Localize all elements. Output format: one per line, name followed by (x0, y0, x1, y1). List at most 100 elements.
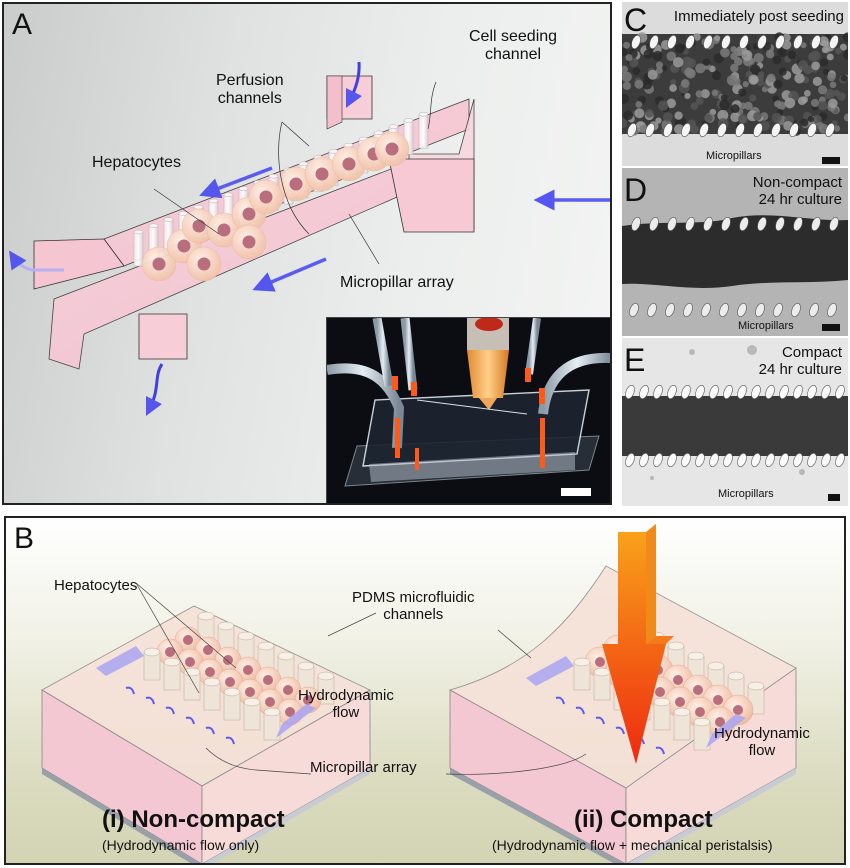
cell (749, 94, 756, 101)
panel-label-c: C (624, 4, 647, 36)
hepatocyte-nucleus (153, 258, 166, 271)
micropillar (682, 302, 694, 318)
cell (648, 70, 658, 80)
cell (712, 71, 721, 80)
cell (720, 48, 730, 58)
cell (773, 56, 782, 65)
micropillar-top (654, 698, 670, 706)
label-pdms-channels: PDMS microfluidic channels (352, 590, 475, 624)
micropillar-top (269, 174, 278, 178)
micropillar-top (239, 187, 248, 191)
cell (758, 71, 764, 77)
panel-label-e: E (624, 344, 645, 376)
cell (634, 80, 643, 89)
hepatocyte-nucleus (178, 240, 191, 253)
cell (753, 112, 762, 121)
micropillar-top (748, 682, 764, 690)
micropillar-top (209, 199, 218, 203)
cell (779, 68, 787, 76)
case-subtitle-compact: (Hydrodynamic flow + mechanical peristal… (492, 837, 773, 853)
hepatocyte-nucleus (183, 635, 193, 645)
cell (669, 84, 677, 92)
cell (828, 99, 838, 109)
micropillar-top (574, 658, 590, 666)
micropillar-top (728, 672, 744, 680)
cell (731, 104, 740, 113)
cell (695, 63, 705, 73)
cell (798, 96, 807, 105)
micropillar (134, 232, 143, 266)
hepatocyte-nucleus (675, 697, 685, 707)
scale-bar (828, 494, 840, 501)
cell (714, 35, 720, 41)
cell (811, 99, 819, 107)
hepatocyte-nucleus (316, 168, 329, 181)
hepatocyte-nucleus (343, 158, 356, 171)
micrograph-c (622, 2, 848, 166)
cell (704, 114, 712, 122)
panel-e: E Compact 24 hr culture Micropillars (622, 338, 848, 506)
cell (635, 101, 642, 108)
micropillar-top (258, 642, 274, 650)
micropillar-top (374, 131, 383, 135)
micropillar-top (299, 162, 308, 166)
hepatocyte-nucleus (205, 667, 215, 677)
micropillar-top (238, 632, 254, 640)
micropillar-top (264, 708, 280, 716)
micropillars-pointer-e: Micropillars (718, 488, 774, 500)
cell (794, 73, 804, 83)
cell (773, 80, 782, 89)
micropillar-top (244, 698, 260, 706)
label-cell-seeding-channel: Cell seeding channel (469, 28, 557, 64)
hepatocyte-nucleus (713, 695, 723, 705)
micropillar-top (144, 648, 160, 656)
cell (834, 125, 840, 131)
micropillars-pointer-c: Micropillars (706, 150, 762, 162)
cell (696, 97, 704, 105)
cell (696, 90, 703, 97)
cell (827, 54, 834, 61)
cell (748, 74, 758, 84)
micropillar (628, 302, 640, 318)
title-c: Immediately post seeding (674, 8, 844, 25)
title-e: Compact 24 hr culture (759, 344, 842, 379)
micropillar (646, 302, 658, 318)
hepatocyte-nucleus (283, 685, 293, 695)
micropillar (700, 302, 712, 318)
micropillar-top (419, 112, 428, 116)
hepatocyte-nucleus (260, 191, 273, 204)
cell (642, 80, 652, 90)
panel-label-d: D (624, 174, 647, 206)
cell (684, 67, 693, 76)
cell (623, 42, 630, 49)
label-hepatocytes-b: Hepatocytes (54, 578, 137, 595)
perfusion-channels-text: Perfusion channels (216, 72, 284, 108)
micropillar-top (298, 662, 314, 670)
label-hepatocytes: Hepatocytes (92, 154, 181, 172)
cell (827, 73, 836, 82)
hepatocyte-nucleus (243, 236, 256, 249)
cell (774, 100, 781, 107)
hepatocyte-nucleus (290, 178, 303, 191)
micropillar-top (149, 224, 158, 228)
cell (772, 113, 782, 123)
cell (721, 95, 728, 102)
cell (658, 100, 668, 110)
cell (785, 98, 796, 109)
micropillar (808, 302, 820, 318)
cell (798, 60, 808, 70)
cell (634, 108, 644, 118)
cell (623, 110, 633, 120)
scale-bar (822, 157, 840, 164)
cell (690, 125, 699, 134)
cell (719, 100, 729, 110)
hepatocyte-nucleus (595, 657, 605, 667)
label-hydrodynamic-flow-right: Hydrodynamic flow (714, 726, 810, 760)
cell (787, 50, 796, 59)
micropillar-top (204, 678, 220, 686)
micropillar (664, 302, 676, 318)
cell (830, 81, 837, 88)
cell (684, 93, 690, 99)
cell (741, 50, 752, 61)
flow-arrow-icon (150, 364, 162, 408)
